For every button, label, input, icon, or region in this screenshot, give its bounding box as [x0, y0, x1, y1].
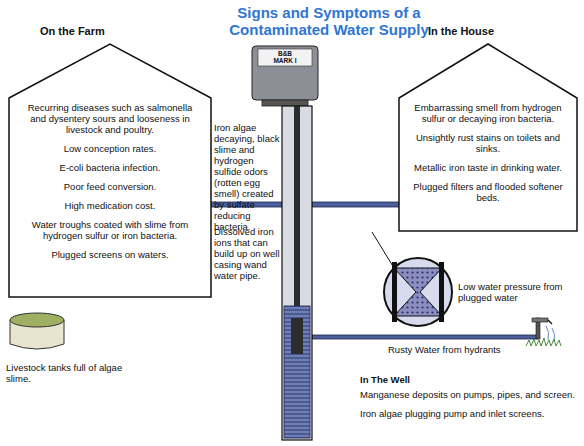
callout-text: Low water pressure from plugged water — [458, 281, 576, 303]
symptom-text: Plugged filters and flooded softener bed… — [410, 181, 566, 203]
symptom-text: E-coli bacteria infection. — [26, 162, 194, 173]
callout-text: Dissolved iron ions that can build up on… — [214, 226, 280, 281]
symptom-text: Unsightly rust stains on toilets and sin… — [410, 132, 566, 154]
hydrant — [526, 318, 561, 346]
callout-text: Iron algae decaying, black slime and hyd… — [214, 122, 280, 232]
symptom-text: High medication cost. — [26, 200, 194, 211]
plugged-pipe-callout — [372, 232, 452, 326]
house-heading: In the House — [428, 26, 494, 37]
house-box: Recurring diseases such as salmonella an… — [8, 22, 212, 298]
house-heading: On the Farm — [40, 26, 105, 37]
symptom-text: Plugged screens on waters. — [26, 249, 194, 260]
symptom-text: Embarrassing smell from hydrogen sulfur … — [410, 102, 566, 124]
symptom-text: Poor feed conversion. — [26, 181, 194, 192]
callout-text: Livestock tanks full of algae slime. — [6, 362, 124, 384]
section-heading: In The Well — [360, 374, 578, 385]
symptom-text: Water troughs coated with slime from hyd… — [26, 219, 194, 241]
pump-model: MARK I — [258, 57, 312, 64]
symptom-text: Metallic iron taste in drinking water. — [410, 162, 566, 173]
well-symptom: Manganese deposits on pumps, pipes, and … — [360, 389, 578, 400]
pump-brand: B&B — [258, 50, 312, 57]
well-symptom: Iron algae plugging pump and inlet scree… — [360, 408, 578, 419]
title: Signs and Symptoms of a Contaminated Wat… — [214, 4, 444, 38]
well-casing — [282, 106, 312, 440]
house-box: Embarrassing smell from hydrogen sulfur … — [398, 22, 578, 232]
pump — [252, 46, 318, 106]
livestock-tank — [10, 313, 64, 349]
callout-text: Rusty Water from hydrants — [388, 344, 528, 355]
symptom-text: Recurring diseases such as salmonella an… — [26, 102, 194, 135]
symptom-text: Low conception rates. — [26, 143, 194, 154]
